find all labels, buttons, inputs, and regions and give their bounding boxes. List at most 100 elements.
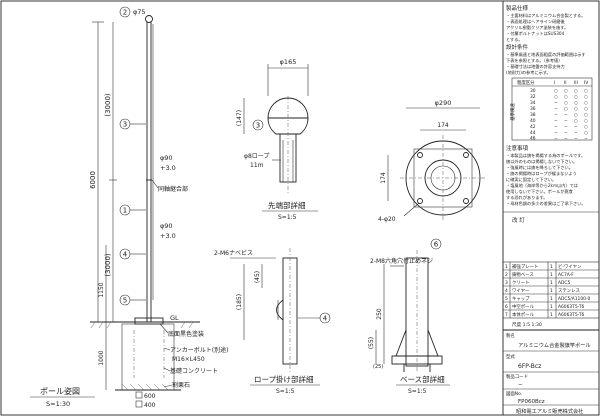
rope-dim-45: (45) — [254, 271, 261, 283]
base-plate — [134, 317, 164, 325]
svg-text:○: ○ — [574, 101, 578, 106]
svg-text:1: 1 — [550, 312, 553, 318]
svg-text:32: 32 — [530, 94, 536, 100]
spec-heading: 製品仕様 — [506, 4, 529, 12]
svg-text:5: 5 — [505, 296, 508, 302]
svg-text:1: 1 — [550, 296, 553, 302]
bubble-2 — [119, 6, 131, 18]
svg-text:42: 42 — [530, 124, 536, 130]
svg-text:○: ○ — [584, 95, 588, 100]
base-plan: φ290 174 174 4-φ20 — [378, 99, 486, 223]
svg-text:ステンレス: ステンレス — [558, 288, 580, 294]
design-line-0: ・基準風速と地表面粗度の評価範囲は示す — [506, 51, 586, 58]
revision-heading: 改 訂 — [512, 216, 525, 224]
svg-text:鋳物ベース: 鋳物ベース — [512, 271, 534, 278]
bubble-5-label: 5 — [123, 297, 127, 305]
rope-screw-label: 2-M6ナベビス — [214, 249, 253, 257]
svg-text:A6063T5-T6: A6063T5-T6 — [558, 312, 585, 318]
svg-text:○: ○ — [574, 95, 578, 100]
tip-detail-scale: S=1:5 — [278, 214, 297, 221]
svg-text:1: 1 — [505, 264, 508, 270]
svg-text:・母材色調の多少の差異はご了承下さい。: ・母材色調の多少の差異はご了承下さい。 — [506, 200, 586, 207]
base-bubble-6 — [430, 238, 442, 250]
svg-text:1: 1 — [550, 272, 553, 278]
rope-length: 11m — [250, 162, 264, 169]
base-dim-400: 400 — [144, 402, 156, 409]
svg-text:○: ○ — [584, 119, 588, 124]
svg-text:−: − — [574, 125, 578, 130]
dim-mid-label: (3000) — [104, 253, 112, 277]
base-elevation: 2-M8六角穴付止めネジ 250 (55) (25) 6 ベース部詳細 S=1:… — [368, 238, 450, 395]
rope-label: φ8ロープ — [244, 153, 269, 160]
wind-side-label: 基準風速 — [509, 103, 516, 121]
company-name: 昭和電工アルミ販売株式会社 — [516, 407, 583, 415]
svg-text:2: 2 — [505, 272, 508, 278]
dia-lower-label: φ90 — [160, 222, 173, 230]
svg-text:30: 30 — [530, 88, 536, 94]
rope-bubble-label: 4 — [323, 315, 328, 323]
tip-bubble-label: 3 — [256, 122, 260, 130]
svg-text:ADC5/A1100-0: ADC5/A1100-0 — [558, 296, 590, 302]
svg-text:38: 38 — [530, 112, 536, 118]
svg-text:○: ○ — [564, 107, 568, 112]
svg-text:キャップ: キャップ — [512, 296, 530, 302]
spec-line-0: ・主要材料はアルミニウム合金製とする。 — [506, 12, 585, 19]
base-dia-290: φ290 — [435, 99, 452, 107]
svg-text:−: − — [564, 131, 568, 136]
spec-line-2: アクリル樹脂クリア塗装を施す。 — [506, 24, 568, 31]
design-line-3: (地耐力)の参考に示す。 — [506, 69, 551, 76]
base-paint-label: 底面黒色塗装 — [168, 330, 204, 338]
svg-text:使用しないで下さい。ポールが腐食: 使用しないで下さい。ポールが腐食 — [506, 188, 574, 195]
svg-text:・塩風地（海岸等から2km以内）では: ・塩風地（海岸等から2km以内）では — [506, 182, 578, 189]
notes-heading: 注意事項 — [506, 144, 529, 152]
rope-detail-scale: S=1:5 — [276, 388, 295, 395]
gl-label: GL — [170, 314, 179, 322]
cleat — [276, 299, 284, 321]
base-dim-55: (55) — [368, 337, 375, 349]
drawing-no-label: 図面No. — [506, 391, 522, 397]
code-label: 製品コード — [506, 373, 528, 380]
base-dim-25: (25) — [373, 364, 383, 370]
spec-notes: 製品仕様 ・主要材料はアルミニウム合金製とする。 ・表面処理はヘアライン研磨後 … — [506, 4, 586, 76]
svg-text:○: ○ — [584, 131, 588, 136]
dia-lower-tol: +3.0 — [160, 232, 176, 240]
svg-text:1: 1 — [550, 304, 553, 310]
pole-top-ball — [145, 15, 153, 23]
anchor-size: M16×L450 — [172, 356, 205, 363]
svg-text:1: 1 — [550, 288, 553, 294]
svg-text:−: − — [574, 137, 578, 142]
base-detail-title: ベース部詳細 — [400, 374, 445, 384]
svg-text:○: ○ — [574, 113, 578, 118]
svg-text:クリート: クリート — [512, 280, 530, 286]
svg-text:−: − — [564, 119, 568, 124]
svg-text:○: ○ — [574, 119, 578, 124]
svg-text:AC7A-F: AC7A-F — [558, 272, 574, 278]
tip-dim-147-label: (147) — [236, 110, 243, 126]
svg-text:旗以外のものは掲揚しないで下さい。: 旗以外のものは掲揚しないで下さい。 — [506, 158, 577, 165]
svg-text:○: ○ — [564, 95, 568, 100]
caution-notes: 注意事項 ・本製品は旗を掲揚する為のポールです。 旗以外のものは掲揚しないで下さ… — [506, 144, 586, 207]
svg-text:○: ○ — [584, 125, 588, 130]
svg-text:する恐れがあります。: する恐れがあります。 — [506, 194, 547, 201]
svg-text:A6063T5-T6: A6063T5-T6 — [558, 304, 585, 310]
svg-text:ワイヤー: ワイヤー — [512, 288, 529, 294]
svg-text:補強プレート: 補強プレート — [512, 263, 538, 270]
svg-text:中空ポール: 中空ポール — [512, 303, 535, 310]
svg-text:36: 36 — [530, 106, 536, 112]
svg-text:○: ○ — [554, 89, 558, 94]
wind-h3: III — [574, 80, 578, 86]
model-value: 6FP-Bcz — [518, 363, 541, 370]
bubble-3-label: 3 — [123, 121, 127, 129]
pole-elevation: 6000 (3000) (3000) 1150 1000 2 φ75 3 φ90… — [30, 6, 228, 409]
tip-ball — [267, 97, 309, 119]
design-heading: 設計条件 — [506, 43, 529, 51]
bubble-2-label: 2 — [123, 9, 127, 17]
svg-text:に確実に固定して下さい。: に確実に固定して下さい。 — [506, 176, 556, 183]
base-dim-174-side: 174 — [380, 172, 387, 184]
top-dia-label: φ75 — [133, 8, 146, 16]
base-bubble-label: 6 — [434, 241, 439, 249]
svg-text:−: − — [564, 137, 568, 142]
spec-line-1: ・表面処理はヘアライン研磨後 — [506, 18, 565, 25]
dia-upper-tol: +3.0 — [160, 164, 176, 172]
